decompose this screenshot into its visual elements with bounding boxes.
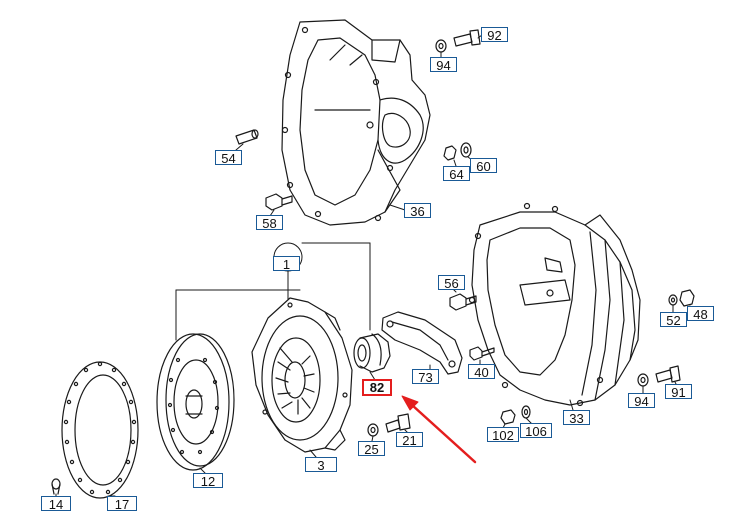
highlight-arrow (401, 395, 477, 464)
nut-64 (443, 145, 457, 161)
bolt-92 (453, 29, 481, 47)
nut-48 (679, 289, 695, 307)
callout-56[interactable]: 56 (438, 275, 465, 291)
dowel-pin-14 (51, 478, 61, 495)
bolt-40 (469, 346, 495, 361)
callout-40[interactable]: 40 (468, 364, 495, 380)
callout-3[interactable]: 3 (305, 457, 337, 473)
callout-106[interactable]: 106 (520, 423, 552, 439)
washer-106 (521, 405, 531, 419)
callout-1[interactable]: 1 (273, 256, 300, 272)
leader-lines (55, 34, 693, 497)
callout-48[interactable]: 48 (687, 306, 714, 322)
callout-73[interactable]: 73 (412, 369, 439, 385)
callout-52[interactable]: 52 (660, 312, 687, 328)
callout-12[interactable]: 12 (193, 473, 223, 489)
pin-54 (235, 129, 259, 145)
clutch-disc (156, 333, 235, 471)
callout-94-right[interactable]: 94 (628, 393, 655, 409)
callout-33[interactable]: 33 (563, 410, 590, 426)
callout-92[interactable]: 92 (481, 27, 508, 43)
washer-94-top (435, 39, 447, 53)
callout-102[interactable]: 102 (487, 427, 519, 443)
release-bearing (353, 333, 391, 373)
callout-21[interactable]: 21 (396, 432, 423, 448)
callout-60[interactable]: 60 (470, 158, 497, 174)
callout-14[interactable]: 14 (41, 496, 71, 512)
flywheel-ring (61, 361, 139, 499)
callout-91[interactable]: 91 (665, 384, 692, 400)
callout-17[interactable]: 17 (107, 496, 137, 512)
washer-60 (460, 142, 472, 158)
washer-94-right (637, 373, 649, 387)
callout-36[interactable]: 36 (404, 203, 431, 219)
bolt-58 (265, 193, 293, 211)
washer-25 (367, 423, 379, 437)
nut-102 (500, 409, 516, 425)
bolt-56 (449, 293, 477, 311)
callout-25[interactable]: 25 (358, 441, 385, 457)
release-fork (381, 311, 463, 375)
callout-58[interactable]: 58 (256, 215, 283, 231)
bolt-91 (655, 365, 681, 383)
bell-housing-lower (468, 202, 641, 407)
bell-housing-upper (281, 19, 431, 226)
pressure-plate (251, 297, 353, 453)
callout-64[interactable]: 64 (443, 166, 470, 182)
callout-94-top[interactable]: 94 (430, 57, 457, 73)
washer-52 (668, 294, 678, 306)
bolt-21 (385, 413, 411, 433)
callout-82-highlighted[interactable]: 82 (362, 379, 392, 396)
callout-54[interactable]: 54 (215, 150, 242, 166)
